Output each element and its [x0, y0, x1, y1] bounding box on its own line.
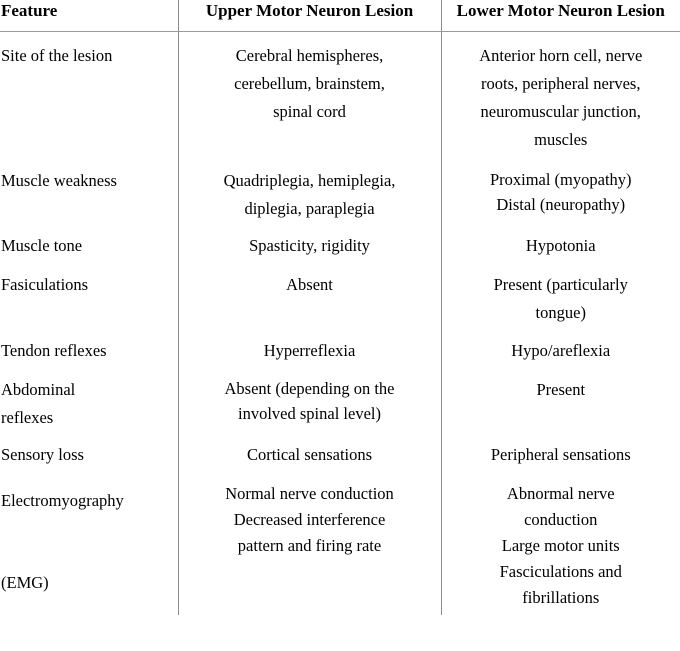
row-lmn-value: Abnormal nerve conduction Large motor un… — [499, 484, 622, 607]
row-lmn-value: Peripheral sensations — [490, 445, 631, 464]
row-umn-value: Hyperreflexia — [263, 341, 356, 360]
row-feature-label: Electromyography (EMG) — [1, 491, 124, 592]
table-row: Tendon reflexes Hyperreflexia Hypo/arefl… — [0, 331, 680, 370]
row-lmn-cell: Anterior horn cell, nerve roots, periphe… — [441, 32, 680, 161]
row-umn-cell: Cerebral hemispheres, cerebellum, brains… — [178, 31, 442, 160]
row-lmn-value: Present — [536, 380, 586, 399]
column-header-upper-motor-neuron-label: Upper Motor Neuron Lesion — [205, 1, 414, 20]
table-row: Sensory loss Cortical sensations Periphe… — [0, 436, 680, 474]
row-umn-value: Quadriplegia, hemiplegia, diplegia, para… — [223, 171, 396, 218]
row-umn-value: Absent (depending on the involved spinal… — [224, 379, 395, 423]
row-feature-label: Abdominal reflexes — [1, 380, 76, 427]
row-lmn-cell: Hypotonia — [441, 227, 680, 265]
column-header-feature-label: Feature — [1, 1, 58, 20]
row-umn-value: Absent — [286, 275, 333, 294]
row-lmn-cell: Peripheral sensations — [441, 436, 680, 474]
column-header-feature: Feature — [0, 0, 179, 32]
row-feature-label: Tendon reflexes — [1, 341, 107, 360]
row-umn-value: Cerebral hemispheres, cerebellum, brains… — [234, 46, 385, 121]
row-lmn-cell: Hypo/areflexia — [441, 331, 680, 370]
table-row: Electromyography (EMG) Normal nerve cond… — [0, 474, 680, 615]
row-feature-cell: Site of the lesion — [0, 31, 179, 160]
table-header-row: Feature Upper Motor Neuron Lesion Lower … — [0, 0, 680, 32]
row-umn-cell: Quadriplegia, hemiplegia, diplegia, para… — [178, 160, 442, 227]
row-lmn-cell: Proximal (myopathy) Distal (neuropathy) — [441, 160, 680, 227]
row-feature-label: Fasiculations — [1, 275, 89, 294]
row-lmn-value: Proximal (myopathy) Distal (neuropathy) — [489, 170, 632, 214]
row-umn-value: Normal nerve conduction Decreased interf… — [225, 484, 394, 555]
row-lmn-cell: Abnormal nerve conduction Large motor un… — [441, 474, 680, 615]
column-header-lower-motor-neuron-label: Lower Motor Neuron Lesion — [456, 1, 665, 20]
table-row: Muscle tone Spasticity, rigidity Hypoton… — [0, 227, 680, 265]
row-lmn-cell: Present (particularly tongue) — [441, 265, 680, 331]
row-lmn-cell: Present — [441, 370, 680, 436]
table-row: Site of the lesion Cerebral hemispheres,… — [0, 31, 680, 161]
row-lmn-value: Anterior horn cell, nerve roots, periphe… — [479, 46, 643, 149]
row-feature-cell: Tendon reflexes — [0, 331, 179, 370]
row-umn-cell: Spasticity, rigidity — [178, 227, 442, 265]
row-lmn-value: Hypo/areflexia — [511, 341, 611, 360]
umn-vs-lmn-comparison-table: Feature Upper Motor Neuron Lesion Lower … — [0, 0, 680, 615]
table-row: Abdominal reflexes Absent (depending on … — [0, 370, 680, 436]
table-row: Muscle weakness Quadriplegia, hemiplegia… — [0, 160, 680, 227]
row-umn-cell: Normal nerve conduction Decreased interf… — [178, 474, 442, 615]
row-feature-cell: Electromyography (EMG) — [0, 474, 179, 615]
row-feature-cell: Muscle weakness — [0, 160, 179, 227]
row-feature-label: Sensory loss — [1, 445, 84, 464]
row-umn-value: Spasticity, rigidity — [249, 236, 370, 255]
row-umn-cell: Cortical sensations — [178, 436, 442, 474]
row-feature-cell: Sensory loss — [0, 436, 179, 474]
row-feature-label: Muscle weakness — [1, 171, 117, 190]
table-row: Fasiculations Absent Present (particular… — [0, 265, 680, 331]
row-umn-cell: Absent — [178, 265, 442, 331]
table-body: Site of the lesion Cerebral hemispheres,… — [0, 31, 680, 615]
row-lmn-value: Hypotonia — [525, 236, 596, 255]
row-feature-label: Muscle tone — [1, 236, 83, 255]
row-feature-cell: Fasiculations — [0, 265, 179, 331]
row-umn-cell: Absent (depending on the involved spinal… — [178, 370, 442, 436]
column-header-lower-motor-neuron: Lower Motor Neuron Lesion — [441, 0, 680, 32]
row-umn-cell: Hyperreflexia — [178, 331, 442, 370]
column-header-upper-motor-neuron: Upper Motor Neuron Lesion — [178, 0, 442, 32]
row-feature-cell: Muscle tone — [0, 227, 179, 265]
row-feature-cell: Abdominal reflexes — [0, 370, 179, 436]
table-header: Feature Upper Motor Neuron Lesion Lower … — [0, 0, 680, 32]
row-lmn-value: Present (particularly tongue) — [493, 275, 628, 322]
row-umn-value: Cortical sensations — [246, 445, 373, 464]
row-feature-label: Site of the lesion — [1, 46, 113, 65]
